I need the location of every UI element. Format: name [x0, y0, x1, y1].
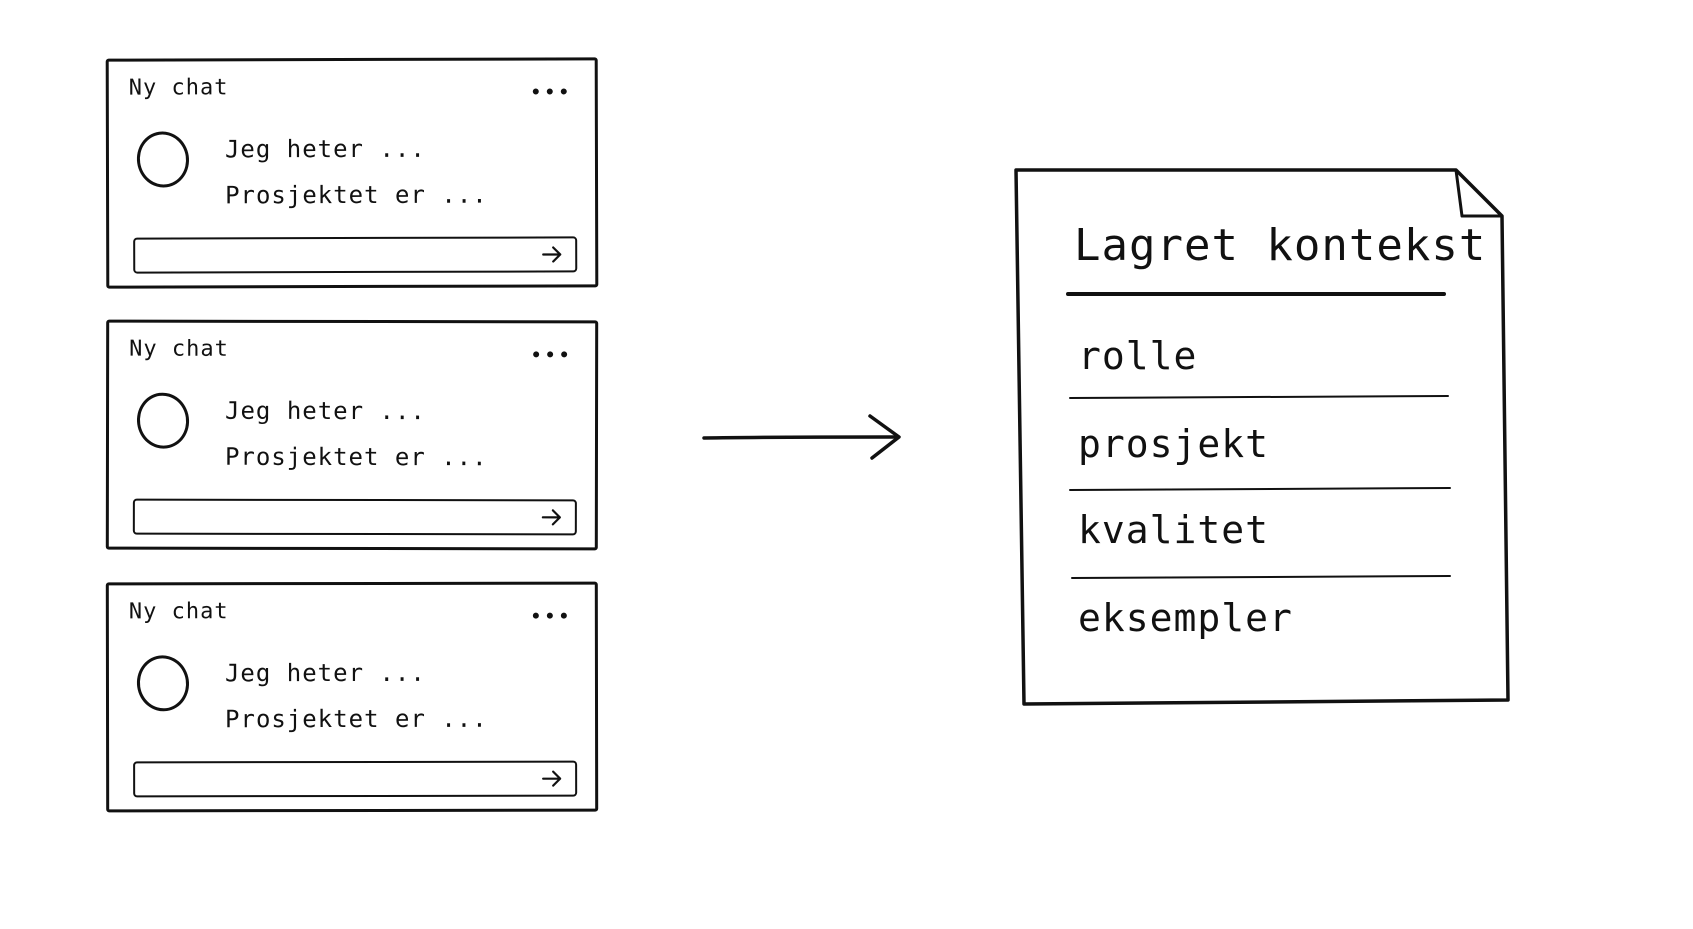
- chat-message-line: Prosjektet er ...: [224, 442, 488, 472]
- chat-input[interactable]: [132, 498, 577, 536]
- avatar: [133, 651, 193, 715]
- more-horizontal-icon[interactable]: [533, 351, 568, 358]
- context-item-prosjekt: prosjekt: [1078, 422, 1270, 466]
- chat-window-2: Ny chat Jeg heter ... Prosjektet er ...: [105, 319, 599, 551]
- chat-message-line: Prosjektet er ...: [225, 704, 488, 734]
- avatar: [133, 389, 193, 452]
- chat-message-line: Jeg heter ...: [224, 658, 426, 688]
- chat-message-line: Jeg heter ...: [225, 396, 426, 426]
- document-icon: [1014, 168, 1510, 706]
- chat-message-line: Jeg heter ...: [224, 134, 426, 164]
- avatar: [133, 128, 193, 191]
- chat-window-1: Ny chat Jeg heter ... Prosjektet er ...: [105, 57, 599, 289]
- flow-arrow-icon: [702, 414, 901, 460]
- chat-input[interactable]: [133, 236, 578, 274]
- chat-title: Ny chat: [129, 336, 229, 362]
- chat-input[interactable]: [133, 760, 578, 798]
- document-title: Lagret kontekst: [1074, 220, 1487, 271]
- chat-window-3: Ny chat Jeg heter ... Prosjektet er ...: [105, 581, 599, 813]
- saved-context-document: Lagret kontekst rolle prosjekt kvalitet …: [1012, 168, 1512, 708]
- arrow-right-icon[interactable]: [541, 507, 563, 527]
- chat-title: Ny chat: [128, 75, 229, 101]
- context-item-eksempler: eksempler: [1078, 596, 1293, 640]
- more-horizontal-icon[interactable]: [532, 88, 567, 95]
- arrow-right-icon[interactable]: [541, 769, 563, 789]
- more-horizontal-icon[interactable]: [532, 612, 567, 619]
- context-item-kvalitet: kvalitet: [1078, 508, 1270, 552]
- context-item-rolle: rolle: [1078, 334, 1198, 378]
- chat-message-line: Prosjektet er ...: [225, 180, 488, 210]
- chat-title: Ny chat: [128, 599, 229, 625]
- arrow-right-icon[interactable]: [541, 244, 563, 264]
